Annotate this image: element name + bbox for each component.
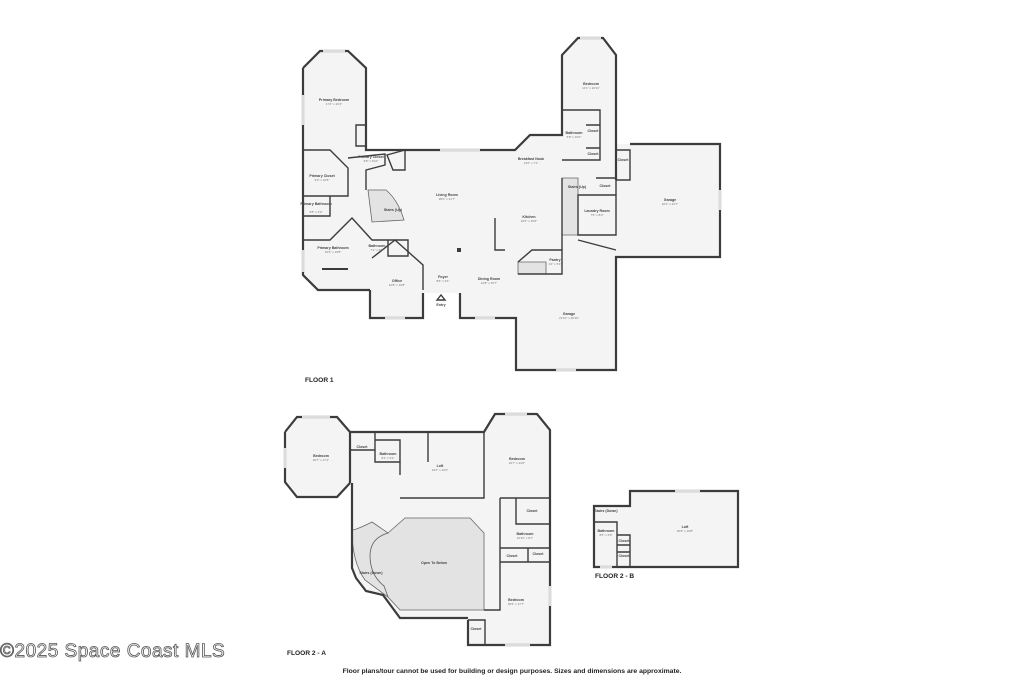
room-name: Garage	[664, 198, 676, 202]
stairs-up-living	[367, 189, 405, 223]
room-dims: 9'6" x 6'10"	[364, 159, 379, 163]
room-name: Garage	[563, 312, 575, 316]
room-name: Bedroom	[313, 454, 329, 458]
floor-label: FLOOR 2 - B	[595, 573, 634, 580]
room-name: Stairs (Up)	[384, 208, 403, 212]
room-name: Closet	[357, 445, 369, 449]
room-dims: 20'8" x 16'8"	[677, 529, 693, 533]
room-name: Bathroom	[517, 532, 534, 536]
room-dims: 5'8" x 10'0"	[567, 135, 582, 139]
watermark: ©2025 Space Coast MLS	[0, 641, 226, 663]
room-name: Closet	[618, 158, 630, 162]
room-name: Open To Below	[421, 561, 447, 565]
room-dims: 20'7" x 17'1"	[313, 458, 329, 462]
room-name: Primary Bedroom	[319, 98, 349, 102]
room-name: Bathroom	[380, 452, 397, 456]
room-dims: 14'6" x 7'1"	[524, 161, 539, 165]
room-name: Bedroom	[508, 598, 524, 602]
room-dims: 4'2" x 5'1"	[548, 262, 561, 266]
room-name: Bathroom	[369, 244, 386, 248]
room-dims: 12'8" x 15'7"	[481, 281, 497, 285]
room-name: Breakfast Nook	[518, 157, 544, 161]
room-name: Bathroom	[598, 529, 615, 533]
room-name: Closet	[533, 552, 545, 556]
room-name: Bedroom	[509, 457, 525, 461]
room-name: Closet	[619, 554, 631, 558]
room-dims: 18'6" x 17'7"	[508, 602, 524, 606]
room-dims: 12'8" x 16'8"	[389, 283, 405, 287]
room-name: Closet	[619, 539, 631, 543]
room-name: Foyer	[438, 275, 448, 279]
room-dims: 8'6" x 9'1"	[436, 279, 449, 283]
room-dims: 7'1" x 5'6"	[370, 248, 383, 252]
room-dims: 16'7" x 24'0"	[509, 461, 525, 465]
room-name: Stairs (Up)	[568, 185, 587, 189]
room-name: Primary Closet	[358, 155, 384, 159]
room-name: Bathroom	[566, 131, 583, 135]
room-dims: 22'4" x 24'7"	[662, 202, 678, 206]
room-dims: 5'8" x 3'2"	[309, 210, 322, 214]
room-name: Pantry	[549, 258, 560, 262]
room-name: Primary Closet	[309, 174, 335, 178]
room-name: Bedroom	[583, 82, 599, 86]
room-dims: 16'4" x 16'2"	[432, 468, 448, 472]
room-name: Kitchen	[522, 215, 535, 219]
room-dims: 9'4" x 10'8"	[315, 178, 330, 182]
room-name: Laundry Room	[584, 209, 609, 213]
room-name: Primary Bathroom	[317, 246, 348, 250]
room-name: Stairs (Down)	[359, 571, 383, 575]
floor-2a-plan: Bedroom 20'7" x 17'1" Closet Bathroom 8'…	[283, 412, 552, 657]
room-name: Closet	[471, 627, 483, 631]
room-name: Entry	[436, 303, 445, 307]
room-name: Loft	[682, 525, 690, 529]
room-dims: 8'5" x 5'6"	[599, 533, 612, 537]
floor-label: FLOOR 1	[305, 377, 334, 384]
room-name: Closet	[600, 184, 612, 188]
stairs-down-f2a	[351, 521, 389, 599]
room-dims: 10'10" x 8'7"	[517, 536, 533, 540]
room-name: Closet	[507, 554, 519, 558]
room-name: Closet	[588, 152, 600, 156]
floor-1-plan: Primary Bedroom 17'4" x 20'4" Primary Cl…	[300, 36, 722, 384]
floor-2b-plan: Stairs (Down) Bathroom 8'5" x 5'6" Close…	[592, 489, 740, 580]
room-dims: 8'1" x 9'1"	[381, 456, 394, 460]
room-dims: 11'1" x 16'11"	[582, 86, 600, 90]
room-name: Stairs (Down)	[594, 509, 618, 513]
room-dims: 17'4" x 20'4"	[326, 102, 342, 106]
disclaimer-text: Floor plans/tour cannot be used for buil…	[342, 668, 682, 675]
room-dims: 16'6" x 16'8"	[325, 250, 341, 254]
room-name: Loft	[437, 464, 445, 468]
room-name: Living Room	[436, 193, 458, 197]
room-name: Closet	[527, 509, 539, 513]
floor-label: FLOOR 2 - A	[287, 650, 326, 657]
room-dims: 16'6" x 15'6"	[521, 219, 537, 223]
room-dims: 7'6" x 8'4"	[590, 213, 603, 217]
room-name: Primary Bathroom	[300, 202, 331, 206]
room-dims: 28'0" x 21'7"	[439, 197, 455, 201]
room-name: Closet	[588, 129, 600, 133]
room-name: Office	[392, 279, 402, 283]
room-dims: 21'10" x 26'10"	[559, 316, 579, 320]
room-name: Dining Room	[478, 277, 500, 281]
